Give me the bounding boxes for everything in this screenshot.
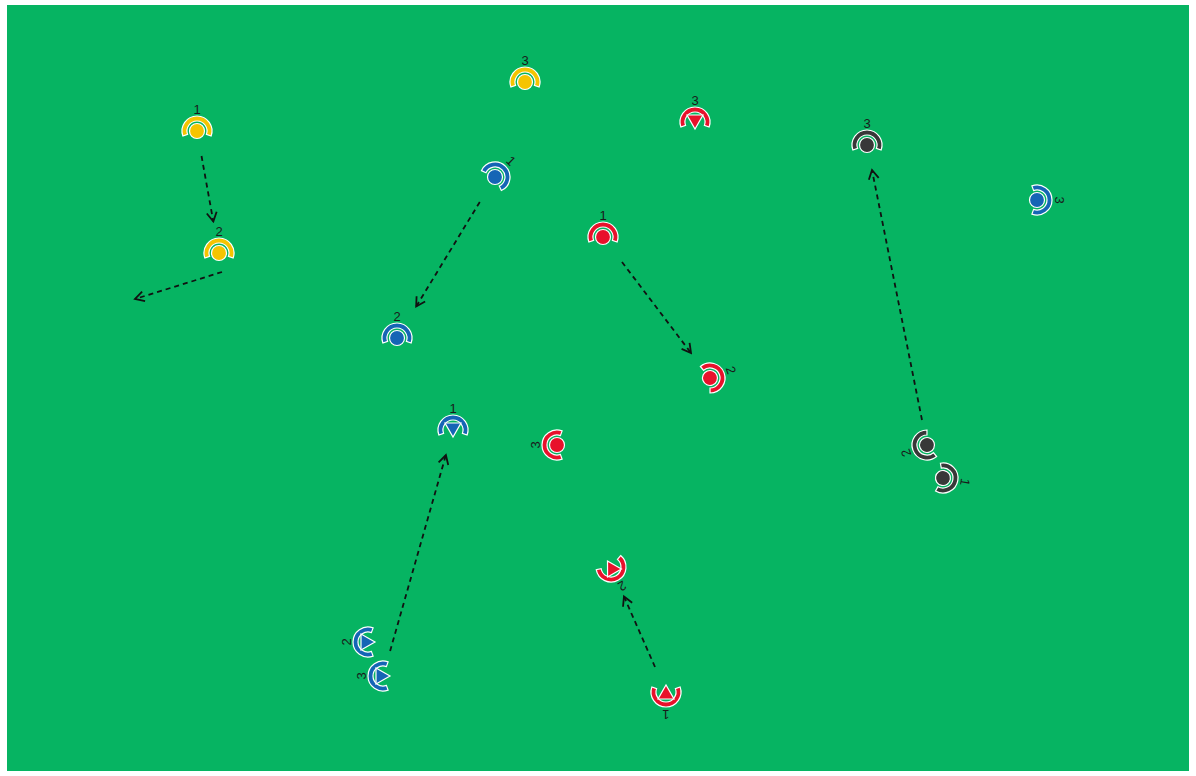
player-number: 1 — [193, 103, 200, 116]
player-icon — [688, 356, 732, 400]
player-icon — [845, 123, 889, 167]
player-number: 3 — [863, 117, 870, 130]
player-node: 3 — [845, 123, 889, 167]
run-arrow — [416, 202, 480, 307]
run-arrow — [390, 455, 446, 651]
player-icon — [175, 109, 219, 153]
player-icon — [431, 408, 475, 452]
player-node: 2 — [197, 231, 241, 275]
player-icon — [535, 423, 579, 467]
player-head — [212, 246, 227, 261]
player-shoulders — [908, 429, 937, 464]
player-head — [860, 138, 875, 153]
player-number: 1 — [599, 209, 606, 222]
player-icon — [361, 654, 405, 698]
player-number: 3 — [691, 94, 698, 107]
player-head — [596, 230, 611, 245]
player-head — [550, 438, 565, 453]
player-icon — [905, 423, 949, 467]
player-number: 3 — [529, 441, 542, 448]
player-number: 1 — [662, 708, 669, 721]
player-number: 2 — [393, 310, 400, 323]
player-icon — [346, 620, 390, 664]
player-head — [190, 124, 205, 139]
player-icon — [589, 545, 633, 589]
player-node: 1 — [175, 109, 219, 153]
player-head — [917, 435, 936, 454]
run-arrow — [622, 262, 691, 353]
player-shoulders — [595, 555, 631, 587]
player-number: 2 — [723, 365, 738, 376]
run-arrow — [202, 156, 214, 222]
player-head — [484, 166, 505, 187]
player-number: 3 — [1053, 196, 1066, 203]
player-head — [658, 685, 674, 699]
player-head — [601, 557, 622, 577]
player-number: 3 — [521, 54, 528, 67]
player-node: 2 — [375, 316, 419, 360]
player-head — [687, 115, 703, 129]
player-number: 1 — [449, 402, 456, 415]
player-head — [445, 423, 461, 437]
player-number: 2 — [215, 225, 222, 238]
player-node: 3 — [1015, 178, 1059, 222]
player-number: 2 — [616, 579, 629, 594]
player-icon — [581, 215, 625, 259]
player-icon — [375, 316, 419, 360]
run-arrow — [135, 272, 222, 299]
player-node: 2 — [589, 545, 633, 589]
player-number: 1 — [958, 477, 972, 486]
player-head — [934, 469, 951, 486]
player-icon — [673, 100, 717, 144]
player-node: 2 — [688, 356, 732, 400]
player-head — [518, 75, 533, 90]
player-number: 3 — [355, 672, 368, 679]
player-node: 2 — [905, 423, 949, 467]
player-node: 1 — [644, 670, 688, 714]
player-head — [1030, 193, 1045, 208]
player-node: 3 — [535, 423, 579, 467]
player-number: 2 — [899, 447, 914, 458]
player-icon — [197, 231, 241, 275]
run-arrow — [872, 170, 922, 420]
player-number: 2 — [340, 638, 353, 645]
player-node: 1 — [431, 408, 475, 452]
player-head — [361, 634, 375, 650]
player-node: 1 — [921, 456, 965, 500]
player-node: 1 — [581, 215, 625, 259]
pitch — [7, 5, 1189, 771]
player-node: 3 — [503, 60, 547, 104]
player-icon — [503, 60, 547, 104]
player-head — [390, 331, 405, 346]
player-head — [376, 668, 390, 684]
player-node: 2 — [346, 620, 390, 664]
player-number: 1 — [503, 154, 517, 168]
run-arrow — [624, 596, 655, 667]
player-node: 1 — [473, 155, 517, 199]
player-shoulders — [700, 359, 729, 394]
player-node: 3 — [673, 100, 717, 144]
player-head — [700, 368, 719, 387]
player-node: 3 — [361, 654, 405, 698]
